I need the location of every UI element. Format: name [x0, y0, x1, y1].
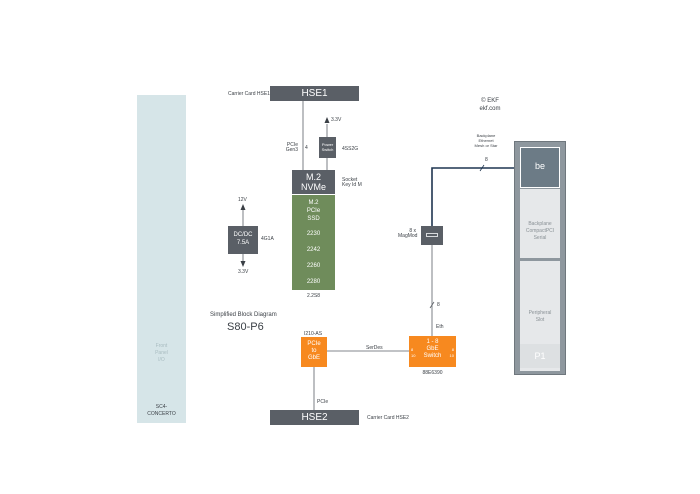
ssd-size-2260: 2260 [306, 263, 321, 269]
hse1-connector: HSE1 [270, 86, 359, 101]
switch-port-right-bottom: 10 [449, 353, 454, 358]
dcdc-part: 4G1A [261, 236, 274, 242]
pcie-to-gbe-block: PCIe to GbE [301, 337, 327, 367]
magmod-connector-icon [426, 233, 438, 237]
ssd-part: 2.2S8 [306, 293, 321, 299]
hse2-connector: HSE2 [270, 410, 359, 425]
diagram-title: Simplified Block Diagram [210, 312, 277, 318]
front-panel [137, 95, 186, 423]
backplane-frame: be Backplane CompactPCI Serial Periphera… [514, 141, 566, 375]
switch-port-right-top: 8 [451, 347, 454, 352]
backplane-slot-top: be [520, 147, 560, 188]
power-switch-block: Power Switch [319, 137, 336, 158]
v33-bottom-label: 3.3V [238, 269, 249, 275]
magmod-block [421, 226, 443, 245]
p1-label: P1 [520, 344, 560, 368]
socket-key-label: Socket Key Id M [342, 177, 362, 188]
eth-label: Eth [436, 324, 444, 330]
v12-label: 12V [238, 197, 247, 203]
i210-label: I210-AS [304, 331, 323, 337]
power-switch-part: 4SS2G [342, 146, 359, 152]
backplane-note: Backplane Ethernet Mesh or Star [474, 133, 498, 148]
magmod-label: 8 x MagMod [398, 228, 418, 239]
backplane-slot-serial: Backplane CompactPCI Serial [520, 189, 560, 258]
lane-count-label: 4 [305, 145, 308, 151]
switch-port-left-top: 8 [411, 347, 414, 352]
front-panel-product: SC4- CONCERTO [147, 404, 176, 417]
copyright: © EKF ekf.com [479, 98, 501, 112]
ssd-size-2280: 2280 [306, 279, 321, 285]
front-panel-label: Front Panel I/O [155, 343, 168, 363]
pcie-bottom-label: PCIe [317, 399, 329, 405]
ssd-title: M.2 PCIe SSD [306, 200, 321, 222]
link-count-top: 8 [485, 157, 488, 163]
hse1-caption: Carrier Card HSE1 [228, 91, 270, 97]
diagram-model: S80-P6 [227, 321, 264, 333]
switch-port-left-bottom: 10 [411, 353, 416, 358]
serdes-label: SerDes [366, 345, 383, 351]
peripheral-slot: Peripheral Slot P1 [520, 261, 560, 371]
dcdc-block: DC/DC 7.5A [228, 226, 258, 254]
hse2-caption: Carrier Card HSE2 [367, 415, 409, 421]
link-count-mid: 8 [437, 302, 440, 308]
ssd-size-2230: 2230 [306, 231, 321, 237]
m2-ssd-block: M.2 PCIe SSD 2230 2242 2260 2280 [292, 195, 335, 290]
m2-nvme-block: M.2 NVMe [292, 170, 335, 194]
pcie-gen3-label: PCIe Gen3 [285, 142, 298, 153]
gbe-switch-block: 1 - 8 GbE Switch 8 10 8 10 [409, 336, 456, 367]
switch-part: 88E6390 [422, 370, 443, 376]
power-voltage-label: 3.3V [331, 117, 342, 123]
ssd-size-2242: 2242 [306, 247, 321, 253]
